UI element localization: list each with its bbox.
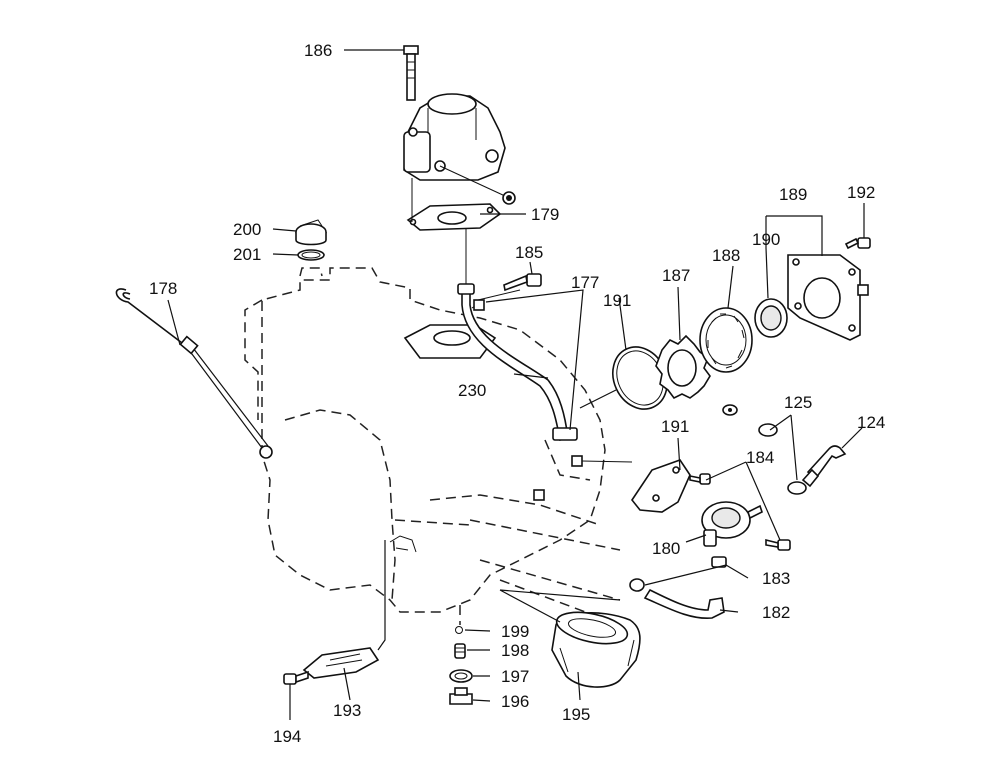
callout-188: 188 — [712, 246, 740, 265]
callout-197: 197 — [501, 667, 529, 686]
callout-189: 189 — [779, 185, 807, 204]
callout-195: 195 — [562, 705, 590, 724]
callout-191-top: 191 — [603, 291, 631, 310]
callout-194: 194 — [273, 727, 301, 746]
callout-182: 182 — [762, 603, 790, 622]
callout-196: 196 — [501, 692, 529, 711]
clamp-125 — [722, 404, 807, 495]
callout-190: 190 — [752, 230, 780, 249]
callout-185: 185 — [515, 243, 543, 262]
callout-125: 125 — [784, 393, 812, 412]
fill-port-outline — [299, 267, 323, 277]
engine-block-outline — [244, 267, 621, 626]
callout-177: 177 — [571, 273, 599, 292]
oil-filter-195 — [551, 611, 641, 688]
ring-gear-188 — [699, 307, 753, 373]
gear-187 — [655, 334, 711, 400]
hose-182 — [629, 578, 725, 619]
bolt-194 — [283, 670, 309, 685]
dipstick-178 — [115, 288, 273, 459]
small-clip — [389, 535, 417, 553]
callout-193: 193 — [333, 701, 361, 720]
bolts-184 — [689, 473, 791, 551]
callout-180: 180 — [652, 539, 680, 558]
callout-186: 186 — [304, 41, 332, 60]
callout-201: 201 — [233, 245, 261, 264]
callout-179: 179 — [531, 205, 559, 224]
callout-labels: 186 179 200 201 178 185 177 230 191 187 … — [149, 41, 885, 746]
leader-lines — [167, 49, 865, 720]
bracket-191 — [533, 455, 691, 513]
oil-seal-190 — [754, 298, 788, 338]
callout-230: 230 — [458, 381, 486, 400]
callout-200: 200 — [233, 220, 261, 239]
carburetor — [403, 93, 516, 205]
callout-178: 178 — [149, 279, 177, 298]
callout-184: 184 — [746, 448, 774, 467]
fuel-pump-180 — [701, 501, 763, 568]
callout-183: 183 — [762, 569, 790, 588]
bolt-185 — [503, 273, 542, 292]
callout-192: 192 — [847, 183, 875, 202]
callout-191-bracket: 191 — [661, 417, 689, 436]
callout-124: 124 — [857, 413, 885, 432]
seal-ring-201 — [297, 249, 325, 261]
breather-tube-230 — [457, 283, 578, 441]
bolt-186 — [403, 45, 419, 101]
callout-199: 199 — [501, 622, 529, 641]
gasket-179 — [406, 178, 502, 286]
bolt-192 — [844, 237, 871, 250]
drain-parts — [449, 626, 473, 705]
strainer-193 — [302, 540, 386, 679]
callout-187: 187 — [662, 266, 690, 285]
oil-filler-cap-200 — [295, 219, 327, 246]
callout-198: 198 — [501, 641, 529, 660]
cover-plate-189 — [787, 254, 869, 341]
hose-124 — [801, 445, 847, 488]
